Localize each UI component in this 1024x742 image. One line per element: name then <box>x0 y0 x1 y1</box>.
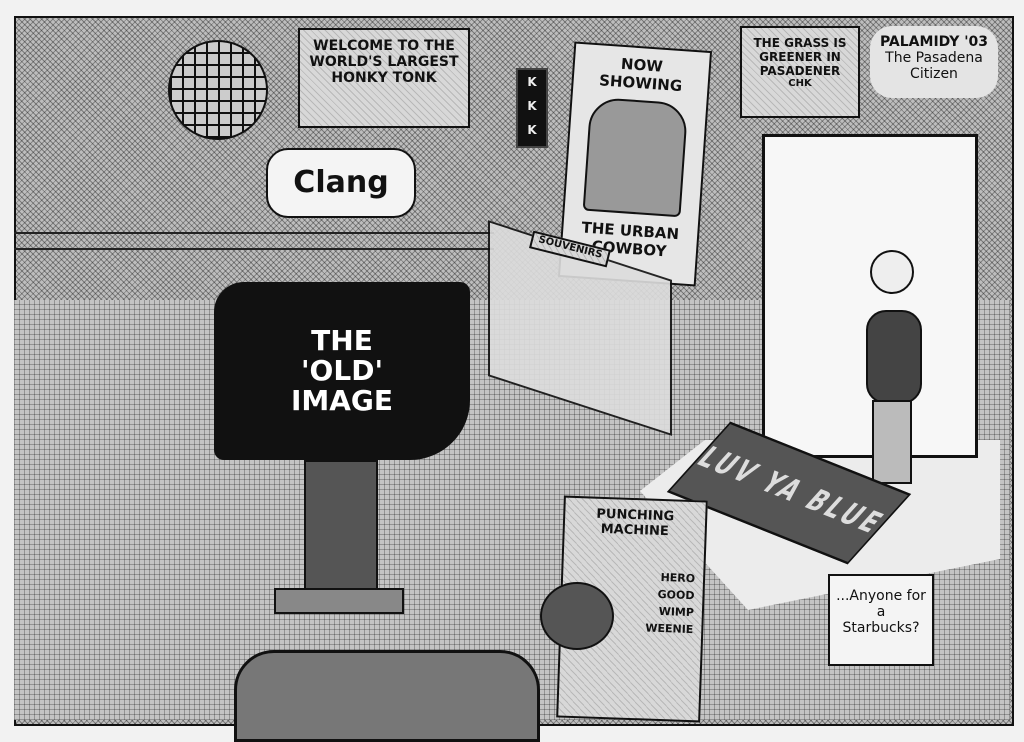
honky-tonk-sign: WELCOME TO THE WORLD'S LARGEST HONKY TON… <box>298 28 470 128</box>
signature-area: PALAMIDY '03 The Pasadena Citizen <box>870 26 998 98</box>
publication-name: The Pasadena Citizen <box>885 50 983 82</box>
tv-text-line: IMAGE <box>290 384 394 417</box>
punching-bag <box>540 582 614 650</box>
doorway <box>762 134 978 458</box>
man-in-cap <box>862 250 922 490</box>
cowboy-portrait <box>582 96 689 218</box>
old-image-tv: THE 'OLD' IMAGE <box>214 282 470 460</box>
starbucks-speech-box: ...Anyone for a Starbucks? <box>828 574 934 666</box>
kkk-letter: K <box>527 75 537 89</box>
kkk-letter: K <box>527 123 537 137</box>
kkk-letter: K <box>527 99 537 113</box>
grass-sign-text: THE GRASS IS GREENER IN PASADENER <box>753 36 847 78</box>
wall-rail <box>14 232 494 250</box>
kkk-sign: K K K <box>516 68 548 148</box>
machine-stand <box>304 460 378 604</box>
grass-sign-signature: CHK <box>788 78 812 89</box>
level-label: WEENIE <box>645 621 694 637</box>
punching-machine-title: PUNCHING MACHINE <box>596 506 675 540</box>
tv-text-line: THE <box>311 324 373 357</box>
clang-speech-bubble: Clang <box>266 148 416 218</box>
grass-sign: THE GRASS IS GREENER IN PASADENER CHK <box>740 26 860 118</box>
pool-table <box>234 650 540 742</box>
artist-signature: PALAMIDY '03 <box>879 34 989 50</box>
poster-heading: NOW SHOWING <box>598 54 683 96</box>
disco-ball <box>168 40 268 140</box>
tv-text-line: 'OLD' <box>300 354 384 387</box>
machine-base <box>274 588 404 614</box>
